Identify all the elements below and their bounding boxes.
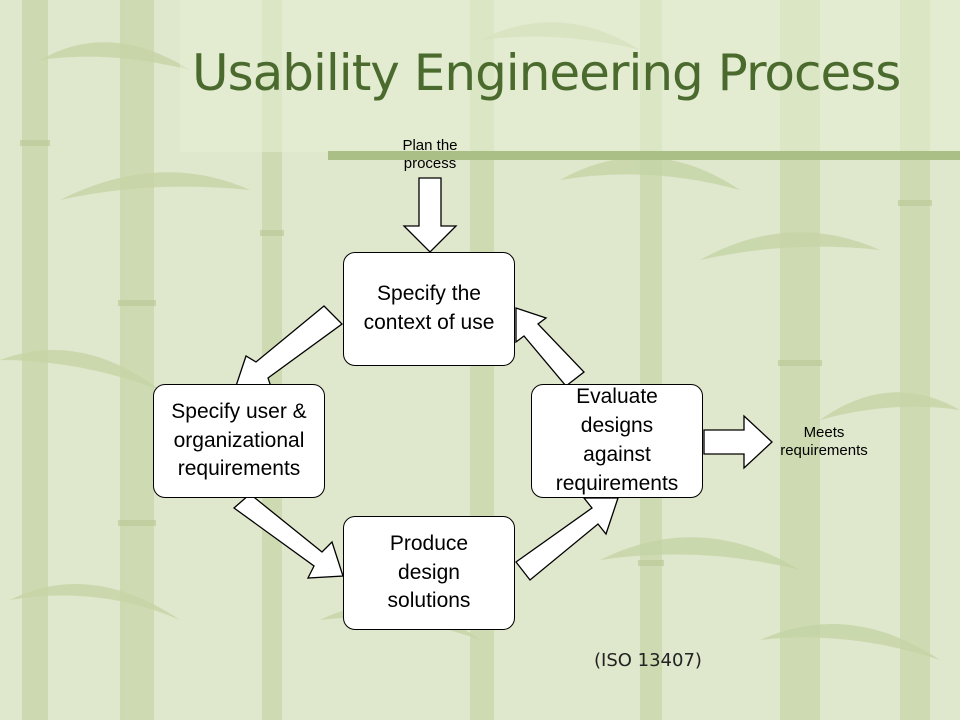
input-label: Plan the process [402,137,458,172]
arrow-evaluate-to-context [515,307,585,387]
source-footnote: (ISO 13407) [594,650,702,671]
node-evaluate-designs-label: Evaluate designs against requirements [555,385,679,495]
node-produce-solutions-label: Produce design solutions [387,531,471,613]
node-specify-context: Specify the context of use [343,252,515,366]
node-produce-solutions: Produce design solutions [343,516,515,630]
arrow-context-to-requirements [233,305,343,393]
node-specify-requirements: Specify user & organizational requiremen… [153,384,325,498]
arrow-produce-to-evaluate [515,497,619,581]
title-underline [328,151,960,160]
slide-title: Usability Engineering Process [192,44,901,102]
node-specify-requirements-label: Specify user & organizational requiremen… [171,399,307,481]
output-arrow [703,414,773,470]
node-evaluate-designs: Evaluate designs against requirements [531,384,703,498]
node-specify-context-label: Specify the context of use [363,282,495,334]
input-arrow [402,177,458,253]
output-label: Meets requirements [780,424,868,459]
arrow-requirements-to-produce [232,493,344,579]
